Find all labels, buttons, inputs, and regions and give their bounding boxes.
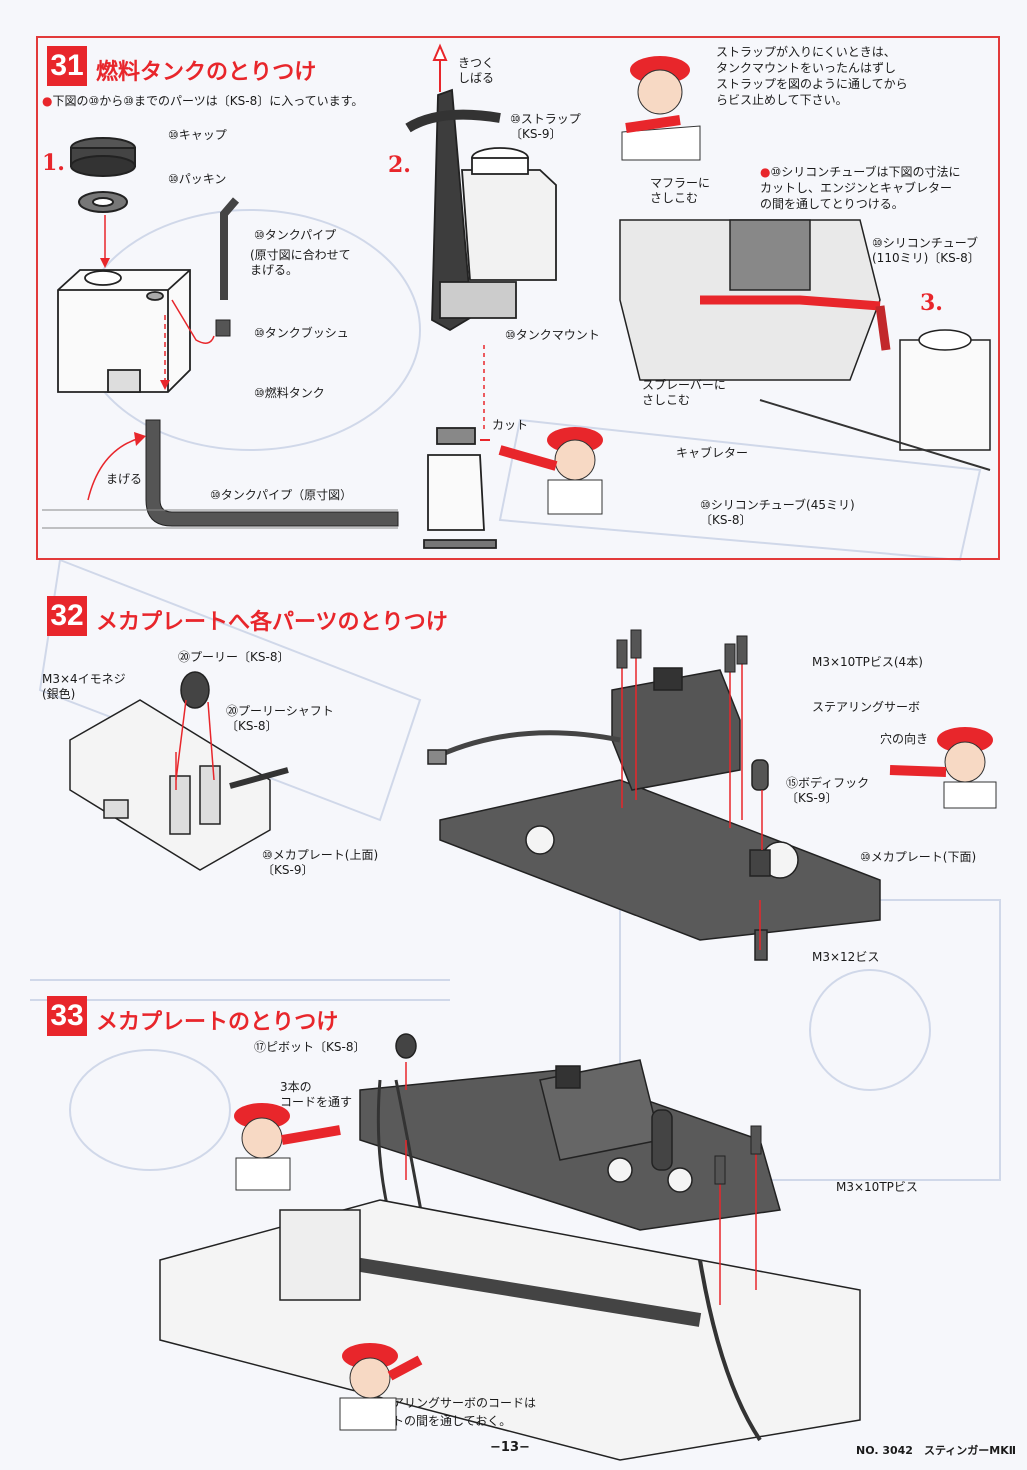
cap-part: [70, 137, 136, 213]
cap-label: ⑩キャップ: [168, 128, 227, 142]
step-3-label: 3.: [920, 290, 943, 316]
three-cords-label: 3本の コードを通す: [280, 1080, 353, 1109]
cut-label: カット: [492, 418, 529, 432]
tank-bush-label: ⑩タンクブッシュ: [254, 326, 349, 340]
pivot-label: ⑰ピボット〔KS-8〕: [254, 1040, 366, 1054]
strap-label: ⑩ストラップ 〔KS-9〕: [510, 112, 581, 141]
page-number: −13−: [490, 1440, 530, 1455]
mascot-4: [234, 1103, 341, 1191]
spraybar-label: スプレーバーに さしこむ: [642, 378, 726, 407]
section-31-frame: [36, 36, 1000, 560]
fuel-tank-part: [57, 269, 191, 393]
mascot-3: [889, 727, 997, 809]
section-32-number: 32: [47, 596, 87, 636]
body-hook-label: ⑮ボディフック 〔KS-9〕: [786, 776, 870, 805]
tighten-label: きつく しばる: [458, 56, 495, 85]
mecha-upper-label: ⑩メカプレート(上面) 〔KS-9〕: [262, 848, 379, 877]
section-33-number: 33: [47, 996, 87, 1036]
fuel-tank-label: ⑩燃料タンク: [254, 386, 325, 400]
section-32-title: メカプレートへ各パーツのとりつけ: [96, 610, 448, 635]
silicone-110-label: ⑩シリコンチューブ (110ミリ)〔KS-8〕: [872, 236, 980, 265]
step-1-label: 1.: [42, 150, 65, 176]
tank-pipe-note: (原寸図に合わせて まげる。: [250, 248, 351, 277]
packing-label: ⑩パッキン: [168, 172, 227, 186]
engine-assembly: [619, 219, 991, 471]
mecha-lower-label: ⑩メカプレート(下面): [860, 850, 977, 864]
section-31-number: 31: [47, 46, 87, 86]
bend-label: まげる: [106, 472, 143, 486]
cord-tip-text: ステアリングサーボのコードは ベルトの間を通しておく。: [368, 1396, 537, 1428]
tp-screw-4-label: M3×10TPビス(4本): [812, 655, 923, 669]
mascot-2: [498, 427, 603, 515]
model-name: NO. 3042 スティンガーMKⅡ: [856, 1444, 1016, 1457]
section-31-note: ●下図の⑩から⑩までのパーツは〔KS-8〕に入っています。: [42, 94, 364, 108]
screw12-label: M3×12ビス: [812, 950, 880, 964]
carb-label: キャブレター: [676, 446, 749, 460]
mascot-5: [339, 1343, 423, 1431]
strap-tip-text: ストラップが入りにくいときは、 タンクマウントをいったんはずし ストラップを図の…: [716, 45, 908, 107]
tank-mount-label: ⑩タンクマウント: [505, 328, 600, 342]
strap-tank: [405, 88, 557, 332]
tank-pipe-full-label: ⑩タンクパイプ（原寸図）: [210, 488, 353, 502]
section-31-title: 燃料タンクのとりつけ: [96, 60, 317, 85]
tp-screw-label-33: M3×10TPビス: [836, 1180, 918, 1194]
mascot-1: [621, 56, 701, 161]
setscrew-label: M3×4イモネジ (銀色): [42, 672, 126, 701]
pulley-shaft-label: ⑳プーリーシャフト 〔KS-8〕: [226, 704, 334, 733]
section-33-title: メカプレートのとりつけ: [96, 1010, 339, 1035]
hole-direction-label: 穴の向き: [880, 732, 929, 746]
servo-label: ステアリングサーボ: [812, 700, 921, 714]
tank-pipe-label: ⑩タンクパイプ: [254, 228, 337, 242]
muffler-label: マフラーに さしこむ: [650, 176, 711, 205]
silicone-45-label: ⑩シリコンチューブ(45ミリ) 〔KS-8〕: [700, 498, 855, 527]
pulley-label: ⑳プーリー〔KS-8〕: [178, 650, 290, 664]
silicone-note: ●⑩シリコンチューブは下図の寸法に カットし、エンジンとキャブレター の間を通し…: [760, 165, 961, 211]
step-2-label: 2.: [388, 152, 411, 178]
